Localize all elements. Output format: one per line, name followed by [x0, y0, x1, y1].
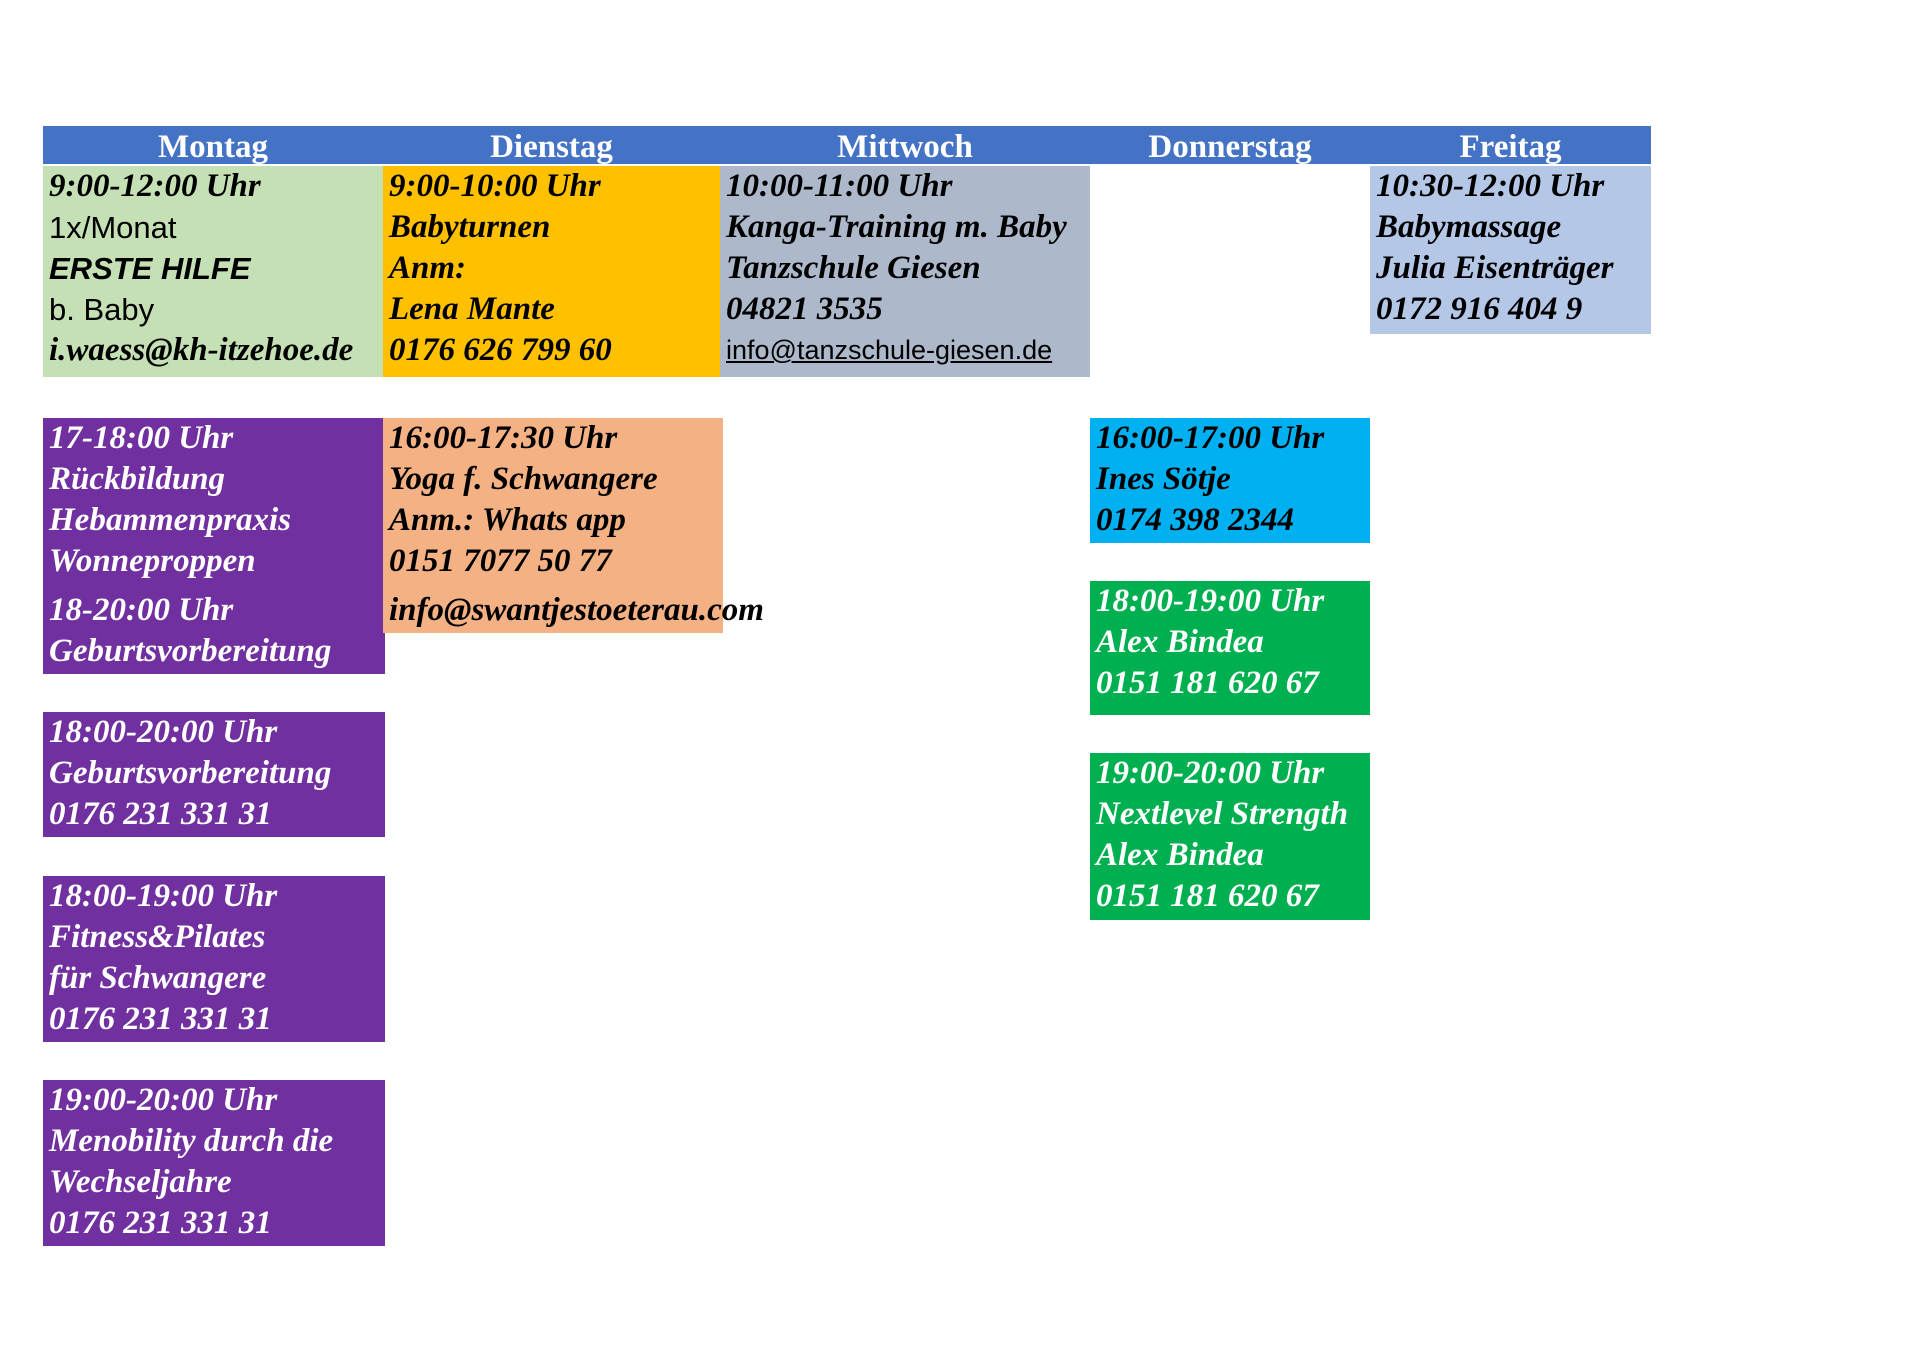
course-phone: 0151 7077 50 77	[389, 543, 612, 579]
course-time: 19:00-20:00 Uhr	[49, 1082, 278, 1118]
course-time: 18:00-20:00 Uhr	[49, 714, 278, 750]
course-phone: 0176 231 331 31	[49, 1001, 272, 1037]
course-ines-soetje: 16:00-17:00 Uhr Ines Sötje 0174 398 2344	[1090, 418, 1370, 543]
day-header-tuesday: Dienstag	[490, 129, 613, 165]
course-provider-name: Wonneproppen	[49, 543, 256, 579]
course-title: Yoga f. Schwangere	[389, 461, 658, 497]
course-phone: 0176 626 799 60	[389, 332, 612, 368]
course-email-link[interactable]: info@tanzschule-giesen.de	[726, 335, 1053, 365]
course-time: 16:00-17:30 Uhr	[389, 420, 618, 456]
course-geburtsvorbereitung: 18:00-20:00 Uhr Geburtsvorbereitung 0176…	[43, 712, 385, 837]
course-phone: 0176 231 331 31	[49, 796, 272, 832]
course-email[interactable]: i.waess@kh-itzehoe.de	[49, 332, 354, 368]
course-alex-bindea: 18:00-19:00 Uhr Alex Bindea 0151 181 620…	[1090, 581, 1370, 715]
course-registration: Anm.: Whats app	[389, 502, 626, 538]
course-time: 18:00-19:00 Uhr	[1096, 583, 1325, 619]
course-provider: Hebammenpraxis	[49, 502, 292, 538]
course-time: 17-18:00 Uhr	[49, 420, 234, 456]
course-provider: Tanzschule Giesen	[726, 250, 981, 286]
course-phone: 0172 916 404 9	[1376, 291, 1583, 327]
course-subtitle: b. Baby	[49, 292, 155, 327]
course-time: 18:00-19:00 Uhr	[49, 878, 278, 914]
course-instructor: Ines Sötje	[1096, 461, 1231, 497]
header-bar	[43, 126, 1651, 164]
course-erste-hilfe: 9:00-12:00 Uhr 1x/Monat ERSTE HILFE b. B…	[43, 166, 383, 377]
course-title: Geburtsvorbereitung	[49, 755, 332, 791]
course-phone: 0174 398 2344	[1096, 502, 1294, 538]
course-instructor: Lena Mante	[389, 291, 555, 327]
course-title: Menobility durch die	[49, 1123, 334, 1159]
day-header-friday: Freitag	[1459, 129, 1562, 165]
course-time: 9:00-10:00 Uhr	[389, 168, 601, 204]
course-title: Rückbildung	[49, 461, 226, 497]
course-frequency: 1x/Monat	[49, 210, 177, 245]
course-time: 16:00-17:00 Uhr	[1096, 420, 1325, 456]
course-babymassage: 10:30-12:00 Uhr Babymassage Julia Eisent…	[1370, 166, 1651, 334]
course-phone: 0151 181 620 67	[1096, 665, 1319, 701]
course-time: 9:00-12:00 Uhr	[49, 168, 261, 204]
course-title: Nextlevel Strength	[1096, 796, 1349, 832]
course-phone: 0176 231 331 31	[49, 1205, 272, 1241]
course-time: 10:30-12:00 Uhr	[1376, 168, 1605, 204]
course-yoga: 16:00-17:30 Uhr Yoga f. Schwangere Anm.:…	[383, 418, 764, 633]
course-fitness-pilates: 18:00-19:00 Uhr Fitness&Pilates für Schw…	[43, 876, 385, 1042]
course-time: 18-20:00 Uhr	[49, 592, 234, 628]
course-instructor: Julia Eisenträger	[1376, 250, 1614, 286]
day-header-monday: Montag	[158, 129, 268, 165]
course-title: ERSTE HILFE	[49, 251, 251, 286]
day-header-thursday: Donnerstag	[1148, 129, 1312, 165]
day-header-wednesday: Mittwoch	[837, 129, 973, 165]
course-menobility: 19:00-20:00 Uhr Menobility durch die Wec…	[43, 1080, 385, 1246]
course-time: 10:00-11:00 Uhr	[726, 168, 953, 204]
course-time: 19:00-20:00 Uhr	[1096, 755, 1325, 791]
course-kanga-training: 10:00-11:00 Uhr Kanga-Training m. Baby T…	[720, 166, 1090, 377]
course-phone: 0151 181 620 67	[1096, 878, 1319, 914]
course-rueckbildung: 17-18:00 Uhr Rückbildung Hebammenpraxis …	[43, 418, 385, 674]
course-title: Fitness&Pilates	[49, 919, 266, 955]
course-title-continued: für Schwangere	[49, 960, 267, 996]
course-title: Babyturnen	[389, 209, 551, 245]
course-title-continued: Wechseljahre	[49, 1164, 232, 1200]
course-babyturnen: 9:00-10:00 Uhr Babyturnen Anm: Lena Mant…	[383, 166, 720, 377]
course-phone: 04821 3535	[726, 291, 883, 327]
course-registration: Anm:	[389, 250, 467, 286]
course-email[interactable]: info@swantjestoeterau.com	[389, 592, 764, 628]
course-title: Kanga-Training m. Baby	[726, 209, 1067, 245]
course-title: Geburtsvorbereitung	[49, 633, 332, 669]
course-instructor: Alex Bindea	[1096, 624, 1264, 660]
course-instructor: Alex Bindea	[1096, 837, 1264, 873]
course-nextlevel-strength: 19:00-20:00 Uhr Nextlevel Strength Alex …	[1090, 753, 1370, 920]
course-title: Babymassage	[1376, 209, 1562, 245]
